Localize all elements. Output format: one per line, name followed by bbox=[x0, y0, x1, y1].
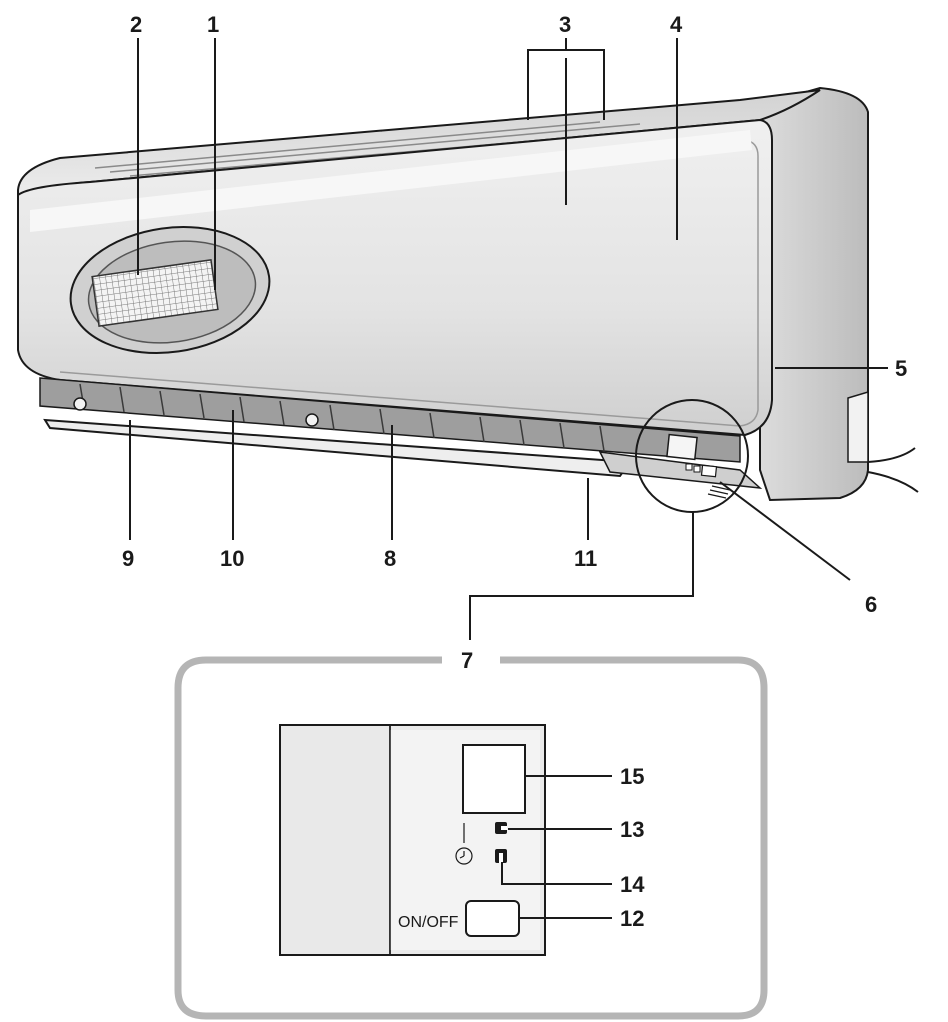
indoor-unit bbox=[17, 86, 919, 513]
callout-12: 12 bbox=[620, 906, 644, 931]
callout-2: 2 bbox=[130, 12, 142, 37]
on-off-button[interactable] bbox=[465, 900, 520, 937]
callout-4: 4 bbox=[670, 12, 683, 37]
pivot-icon bbox=[73, 397, 319, 427]
callout-13: 13 bbox=[620, 817, 644, 842]
side-casing bbox=[759, 86, 869, 502]
horizontal-flap bbox=[43, 418, 632, 478]
control-panel: ON/OFF bbox=[279, 724, 546, 956]
callout-14: 14 bbox=[620, 872, 645, 897]
callout-8: 8 bbox=[384, 546, 396, 571]
callout-5: 5 bbox=[895, 356, 907, 381]
callout-15: 15 bbox=[620, 764, 644, 789]
air-filter-area bbox=[69, 226, 271, 354]
on-off-label: ON/OFF bbox=[398, 914, 459, 931]
callout-9: 9 bbox=[122, 546, 134, 571]
indicator-area bbox=[666, 433, 731, 499]
callout-7: 7 bbox=[461, 648, 473, 673]
callout-3: 3 bbox=[559, 12, 571, 37]
side-bracket bbox=[847, 390, 869, 463]
clock-icon bbox=[455, 847, 473, 865]
leader-lines bbox=[129, 38, 888, 640]
callout-1: 1 bbox=[207, 12, 219, 37]
louver-strip bbox=[39, 377, 741, 463]
signal-receiver-window bbox=[462, 744, 526, 814]
callout-11: 11 bbox=[574, 546, 597, 571]
front-panel-band bbox=[30, 130, 752, 232]
bottom-edge bbox=[598, 451, 763, 489]
panel-leader-lines bbox=[501, 775, 612, 919]
power-cord bbox=[867, 447, 919, 493]
callout-6: 6 bbox=[865, 592, 877, 617]
vertical-louvers bbox=[79, 383, 605, 452]
detail-frame: 7 bbox=[174, 648, 768, 1020]
callout-10: 10 bbox=[220, 546, 244, 571]
